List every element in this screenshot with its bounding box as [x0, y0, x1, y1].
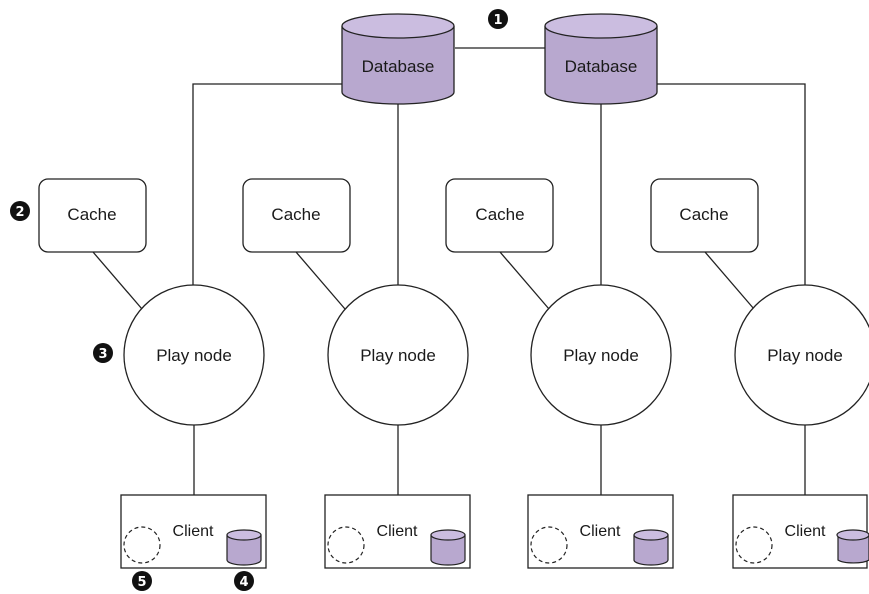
cache-4-label: Cache [679, 205, 728, 224]
cache1-to-playnode1 [92, 251, 143, 310]
play-node-2-label: Play node [360, 346, 436, 365]
callout-1: 1 [488, 9, 508, 29]
cache3-to-playnode3 [499, 251, 550, 310]
play-node-4: Play node [734, 284, 869, 426]
database-1-label: Database [362, 57, 435, 76]
play-node-3-label: Play node [563, 346, 639, 365]
callout-5: 5 [132, 571, 152, 591]
callout-1-number: 1 [493, 13, 502, 28]
client-2-local-storage-icon [430, 529, 466, 566]
play-node-1: Play node [123, 284, 265, 426]
client-3-local-storage-icon [633, 529, 669, 566]
client-3-label: Client [580, 523, 621, 540]
connectors [92, 47, 806, 495]
cache-2-label: Cache [271, 205, 320, 224]
client-2: Client [324, 494, 471, 569]
play-node-1-label: Play node [156, 346, 232, 365]
callout-2: 2 [10, 201, 30, 221]
client-4-label: Client [785, 523, 826, 540]
callout-4: 4 [234, 571, 254, 591]
cache-1: Cache [38, 178, 147, 253]
cache2-to-playnode2 [295, 251, 346, 310]
client-1: Client [120, 494, 267, 569]
client-2-local-cache-icon [327, 526, 365, 564]
client-3: Client [527, 494, 674, 569]
db1-to-playnode1 [192, 83, 342, 291]
cache-3-label: Cache [475, 205, 524, 224]
callout-4-number: 4 [239, 575, 248, 590]
client-4-local-storage-icon [836, 529, 869, 564]
client-4: Client [732, 494, 869, 569]
client-4-local-cache-icon [735, 526, 773, 564]
client-2-label: Client [377, 523, 418, 540]
play-node-3: Play node [530, 284, 672, 426]
client-1-local-cache-icon [123, 526, 161, 564]
callout-2-number: 2 [15, 205, 24, 220]
client-1-local-storage-icon [226, 529, 262, 566]
cache-1-label: Cache [67, 205, 116, 224]
database-2: Database [544, 13, 658, 105]
db2-to-playnode4 [657, 83, 806, 291]
callout-3: 3 [93, 343, 113, 363]
callout-3-number: 3 [98, 347, 107, 362]
cache4-to-playnode4 [704, 251, 755, 310]
database-2-label: Database [565, 57, 638, 76]
client-1-label: Client [173, 523, 214, 540]
callout-5-number: 5 [137, 575, 146, 590]
client-3-local-cache-icon [530, 526, 568, 564]
database-1: Database [341, 13, 455, 105]
play-node-4-label: Play node [767, 346, 843, 365]
cache-2: Cache [242, 178, 351, 253]
cache-3: Cache [445, 178, 554, 253]
play-node-2: Play node [327, 284, 469, 426]
cache-4: Cache [650, 178, 759, 253]
